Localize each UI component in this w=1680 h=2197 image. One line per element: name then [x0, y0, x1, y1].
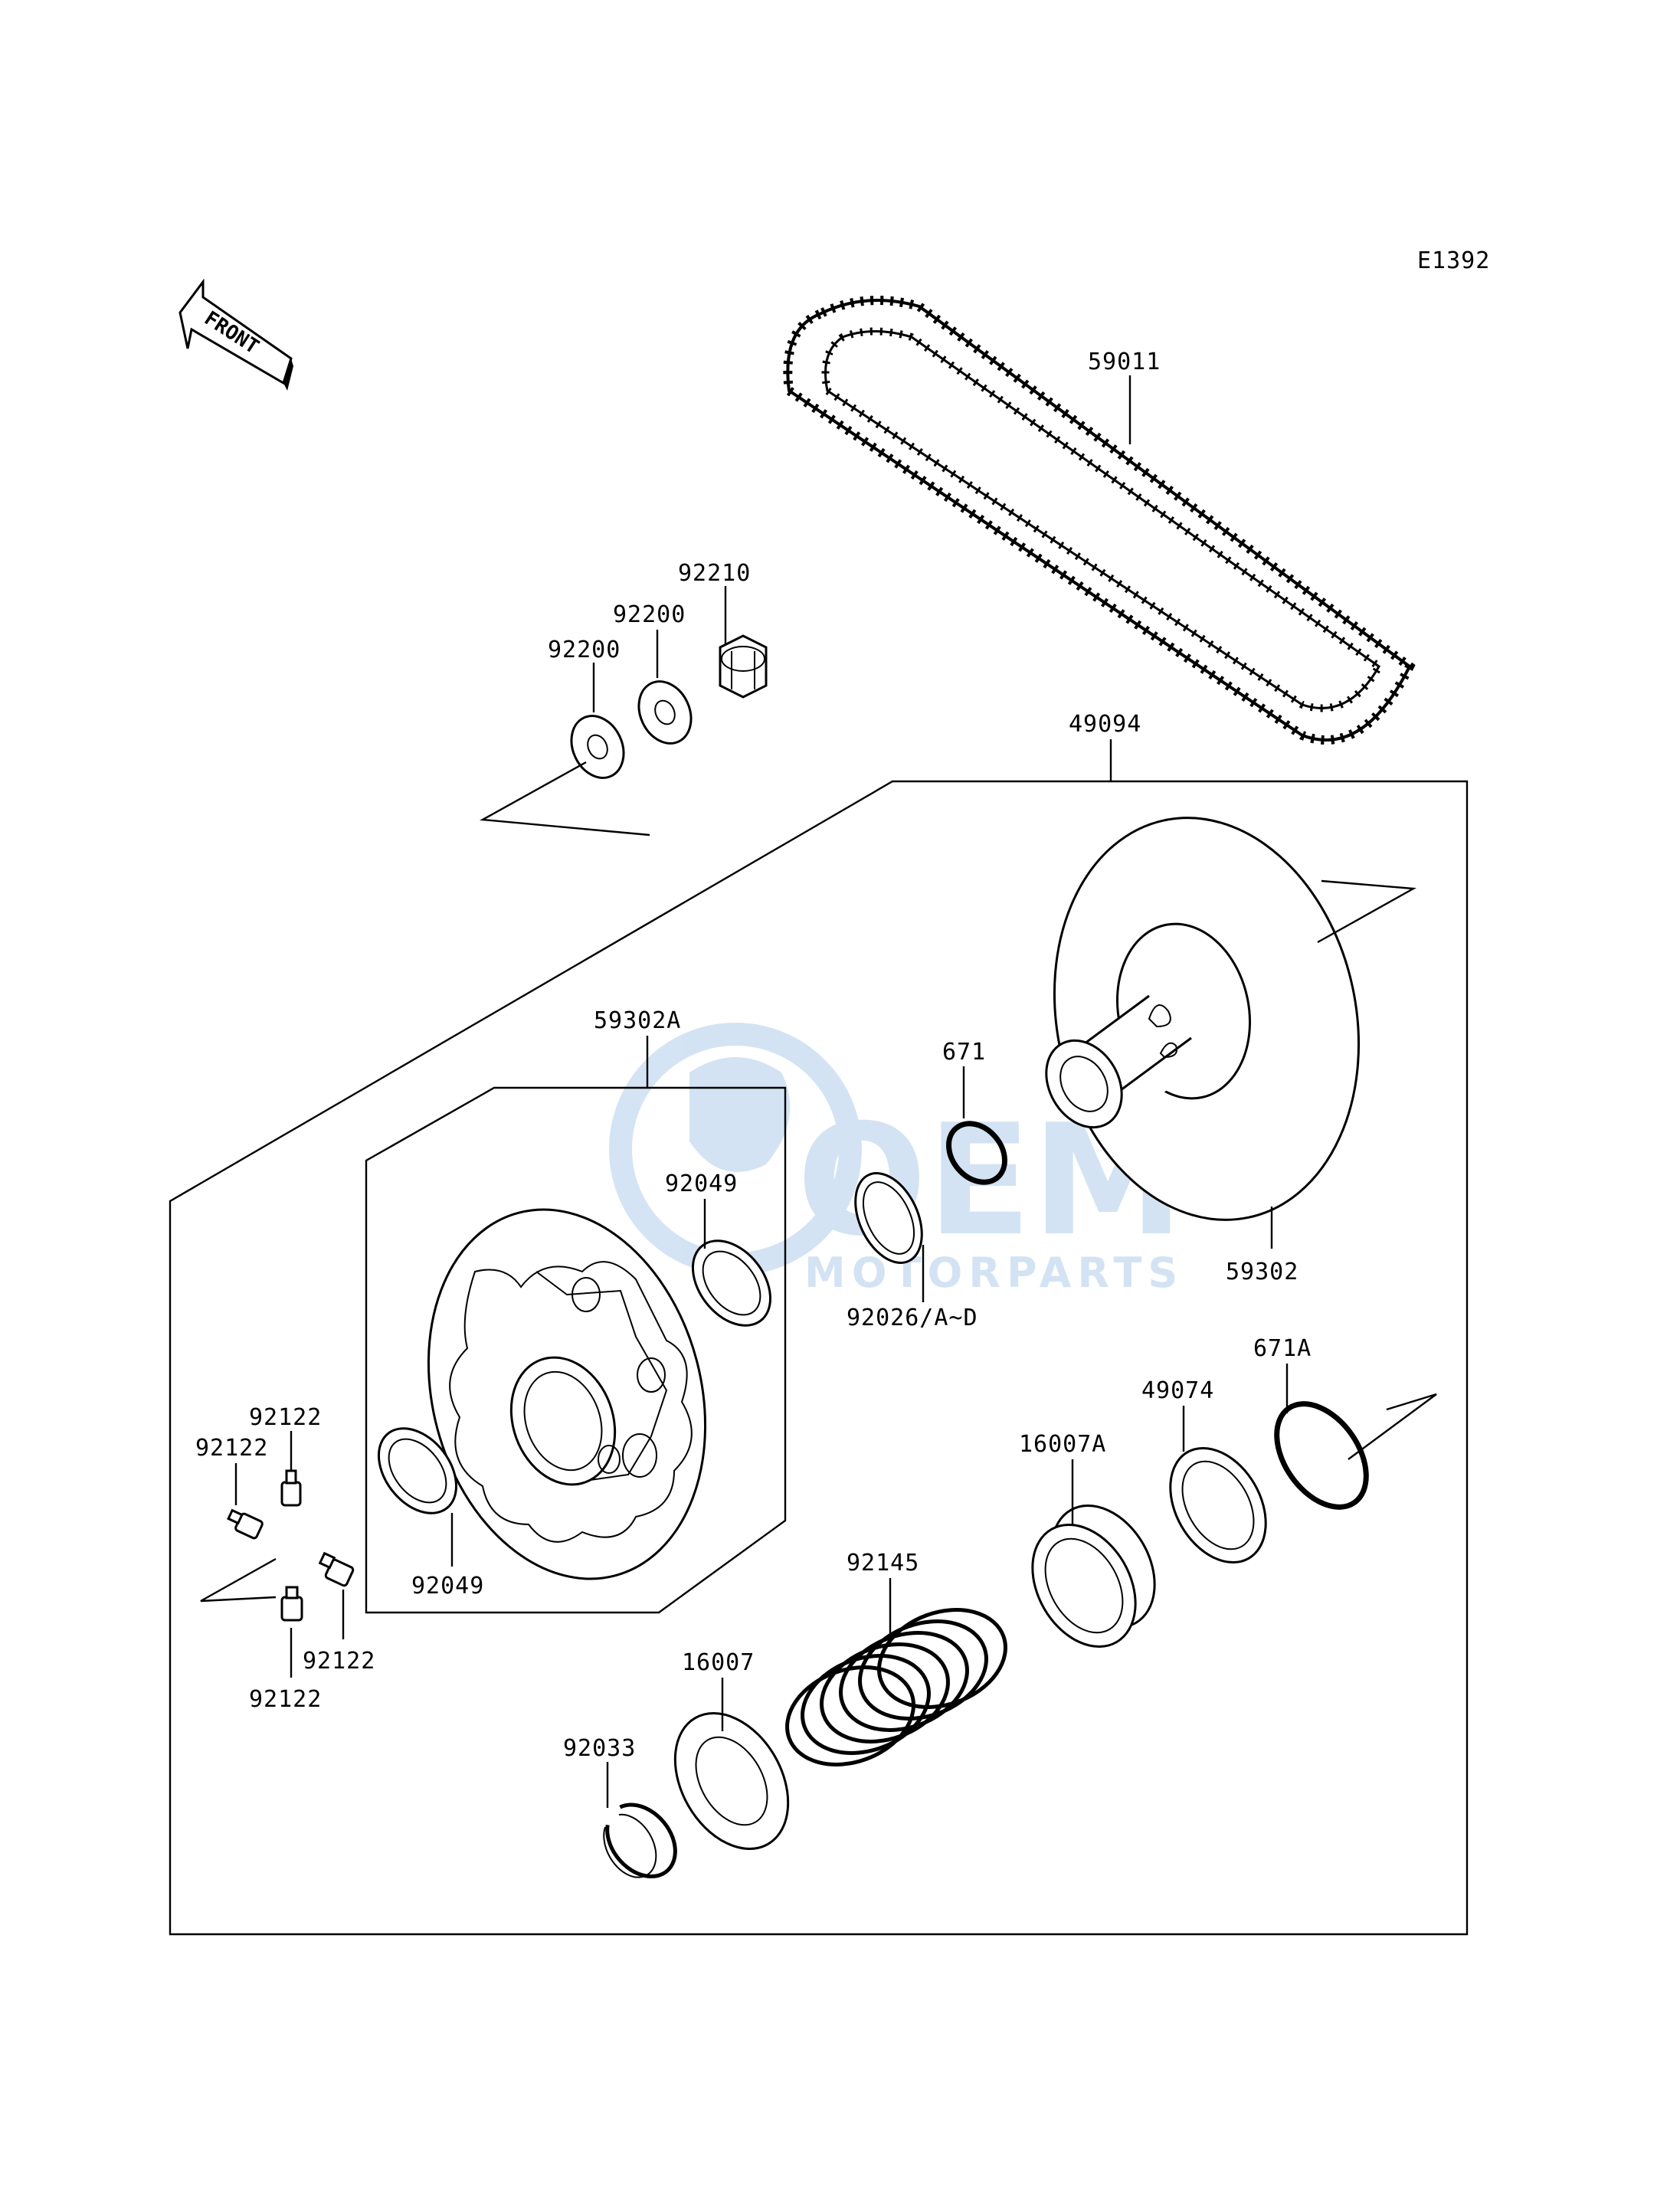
label-92122-2: 92122 — [195, 1435, 268, 1462]
label-49094: 49094 — [1069, 711, 1141, 738]
circlip-92033 — [603, 1802, 677, 1878]
bearing-92049-top — [691, 1239, 772, 1327]
label-92049-top: 92049 — [665, 1171, 738, 1197]
drive-belt — [783, 296, 1416, 745]
nut-92210 — [719, 634, 768, 699]
label-92200-a: 92200 — [548, 637, 621, 663]
washer-92200-b — [637, 680, 693, 745]
shaft-reference-line — [480, 761, 650, 837]
grease-fitting-3 — [318, 1551, 355, 1587]
fitting-reference-line — [200, 1557, 277, 1603]
watermark-tagline: MOTORPARTS — [804, 1249, 1184, 1297]
label-92210: 92210 — [678, 560, 751, 587]
assembly-box-49094 — [169, 780, 1469, 1936]
cam-16007A — [1031, 1505, 1156, 1648]
front-arrow-icon: FRONT — [178, 278, 293, 391]
label-92122-3: 92122 — [303, 1648, 375, 1675]
label-92122-1: 92122 — [249, 1404, 322, 1431]
shim-92026 — [854, 1172, 923, 1264]
label-92026: 92026/A~D — [847, 1305, 978, 1331]
spring-92145 — [785, 1608, 1007, 1766]
label-671: 671 — [942, 1039, 986, 1066]
movable-sheave-59302A — [427, 1208, 707, 1580]
oring-671 — [946, 1121, 1007, 1185]
diagram-code: E1392 — [1417, 247, 1490, 274]
label-16007: 16007 — [682, 1649, 755, 1676]
label-92049-bottom: 92049 — [411, 1573, 484, 1599]
ring-49074 — [1169, 1446, 1267, 1564]
grease-fitting-1 — [280, 1469, 302, 1507]
grease-fitting-4 — [280, 1586, 303, 1622]
oring-671A — [1274, 1401, 1369, 1510]
ring-reference-line — [1348, 1393, 1437, 1460]
label-92200-b: 92200 — [613, 601, 686, 628]
label-92033: 92033 — [563, 1735, 636, 1762]
label-92122-4: 92122 — [249, 1686, 322, 1713]
label-59302A: 59302A — [594, 1007, 681, 1034]
label-59302: 59302 — [1226, 1259, 1298, 1285]
grease-fitting-2 — [227, 1508, 264, 1540]
label-671A: 671A — [1253, 1335, 1312, 1362]
assembly-box-59302A — [365, 1086, 787, 1614]
label-92145: 92145 — [847, 1550, 919, 1577]
sheave-reference-line — [1317, 879, 1417, 944]
fixed-sheave-59302 — [1045, 817, 1361, 1221]
bearing-92049-bottom — [377, 1427, 458, 1514]
label-16007A: 16007A — [1019, 1431, 1106, 1458]
washer-92200-a — [570, 715, 625, 779]
label-49074: 49074 — [1141, 1377, 1214, 1404]
spring-seat-16007 — [673, 1712, 790, 1850]
label-59011: 59011 — [1088, 349, 1161, 375]
